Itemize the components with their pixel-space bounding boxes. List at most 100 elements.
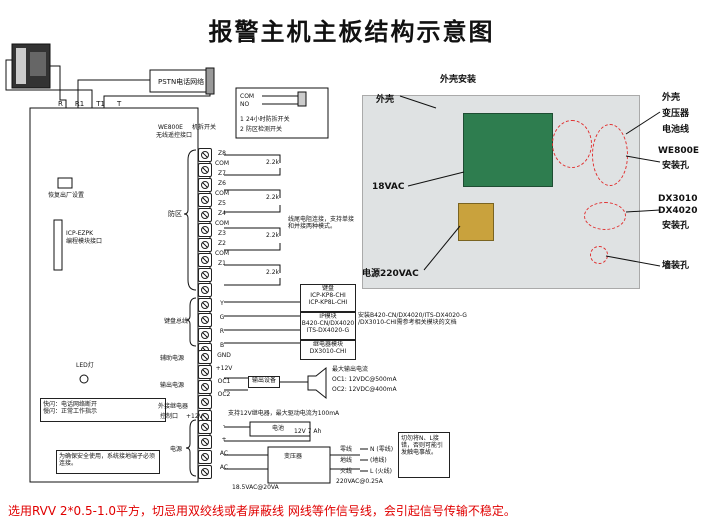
safety-note: 为确保安全使用，系统接地端子必须连接。 (56, 450, 160, 474)
callout-circle (592, 124, 628, 186)
phone-terminal-labels: R R1 T1 T (58, 100, 121, 108)
label-right: 变压器 (662, 109, 690, 119)
control-value: +12V (186, 413, 203, 420)
zones-group-label: 防区 (168, 210, 182, 218)
tamper-n1: 1 (240, 116, 244, 123)
callout-circle (590, 246, 608, 264)
label-right: DX4020 (658, 206, 698, 216)
prog-sub: 编程模块接口 (66, 238, 103, 245)
we800e-sub: 无线遥控接口 (156, 132, 193, 139)
output-label: OC2 (217, 391, 231, 398)
terminal (198, 450, 212, 464)
transformer-image (458, 203, 494, 241)
control-label: 控制口 (160, 413, 179, 420)
tamper-com: COM (240, 93, 255, 100)
label-right: DX3010 (658, 194, 698, 204)
power-label: + (221, 436, 227, 443)
line-code: (地线) (370, 457, 387, 464)
page-title: 报警主机主板结构示意图 (208, 18, 495, 46)
output-label: +12V (215, 365, 233, 372)
zone-label: Z8 (218, 150, 226, 157)
aux-power-label: 辅助电源 (160, 355, 185, 362)
ip-module-box: IP模块 B420-CN/DX4020 ITS-DX4020-G (300, 312, 356, 340)
power-terminal-labels: - + AC AC (212, 422, 236, 471)
terminal (198, 350, 212, 364)
tamper-line2: 防区检测开关 (246, 126, 283, 133)
bus-label: B (219, 342, 225, 349)
terminal (198, 465, 212, 479)
power-group-label: 电源 (170, 446, 183, 453)
tamper-label: 机拆开关 (192, 124, 217, 131)
bus-label: Y (220, 300, 224, 307)
relay-support-note: 支持12V继电器，最大驱动电流为100mA (228, 410, 340, 417)
label-right: 墙装孔 (662, 261, 690, 271)
transformer-label: 变压器 (284, 453, 303, 460)
terminal (198, 163, 212, 177)
zone-label: Z3 (218, 230, 226, 237)
zone-terminal-labels: Z8 COM Z7 Z6 COM Z5 Z4 COM Z3 Z2 COM Z1 (210, 150, 234, 267)
terminal-r-label: R (58, 100, 63, 108)
power-label: AC (219, 464, 229, 471)
label-shell: 外壳 (376, 95, 395, 105)
prog-label: ICP-EZPK (66, 230, 94, 237)
terminal (198, 313, 212, 327)
tamper-n2: 2 (240, 126, 244, 133)
power-rating: 18.5VAC@20VA (232, 484, 279, 491)
zone-label: COM (214, 220, 230, 227)
line-code: N (零线) (370, 446, 394, 453)
relay-models: DX3010-CHI (309, 348, 347, 355)
terminal (198, 420, 212, 434)
out-power-label: 输出电源 (160, 382, 185, 389)
terminal (198, 223, 212, 237)
label-right: WE800E (658, 146, 700, 156)
callout-circle (584, 202, 626, 230)
zone-label: Z1 (218, 260, 226, 267)
max-output-title: 最大输出电流 (332, 366, 369, 373)
power-line-labels: 零线 地线 火线 (340, 446, 352, 475)
oc2-spec: OC2: 12VDC@400mA (332, 386, 397, 393)
zone-label: COM (214, 160, 230, 167)
tamper-no: NO (240, 101, 250, 108)
we800e-label: WE800E (158, 124, 183, 131)
terminal-t-label: T (116, 100, 122, 108)
tamper-line1: 24小时防拆开关 (246, 116, 290, 123)
line-code: L (火线) (370, 468, 392, 475)
output-terminal-labels: GND +12V OC1 OC2 (212, 352, 236, 398)
power-terminal-strip (198, 420, 212, 480)
label-right: 外壳 (662, 93, 681, 103)
output-label: OC1 (217, 378, 231, 385)
label-right: 安装孔 (662, 221, 690, 231)
terminal (198, 148, 212, 162)
terminal (198, 238, 212, 252)
resistor-label: 2.2k (266, 269, 280, 276)
led-label: LED灯 (76, 362, 94, 369)
resistor-label: 2.2k (266, 232, 280, 239)
line-label: 火线 (340, 468, 353, 475)
line-label: 地线 (340, 457, 353, 464)
terminal (198, 193, 212, 207)
install-note: 安装B420-CN/DX4020/ITS-DX4020-G /DX3010-CH… (358, 312, 467, 326)
line-label: 零线 (340, 446, 353, 453)
terminal (198, 328, 212, 342)
zone-label: Z6 (218, 180, 226, 187)
zone-label: Z5 (218, 200, 226, 207)
zone-label: COM (214, 250, 230, 257)
footer-note: 选用RVV 2*0.5-1.0平方，切忌用双绞线或者屏蔽线 网线等作信号线，会引… (8, 504, 516, 518)
zone-note: 线尾电阻连接，支持单接和并接两种模式。 (288, 216, 355, 230)
zone-label: Z2 (218, 240, 226, 247)
callout-circle (552, 120, 592, 168)
keypad-box: 键盘 ICP-KP8-CHI ICP-KP8L-CHI (300, 284, 356, 312)
photo-section-title: 外壳安装 (440, 75, 477, 85)
factory-reset-label: 恢复出厂设置 (48, 192, 85, 199)
terminal (198, 380, 212, 394)
power-label: AC (219, 450, 229, 457)
terminal (198, 395, 212, 409)
battery-label: 电池 (272, 425, 285, 432)
ext-relay-label: 外接继电器 (158, 403, 189, 410)
keypad-models: ICP-KP8-CHI ICP-KP8L-CHI (308, 292, 348, 306)
siren-box: 输出设备 (248, 376, 280, 388)
terminal (198, 268, 212, 282)
resistor-label: 2.2k (266, 159, 280, 166)
